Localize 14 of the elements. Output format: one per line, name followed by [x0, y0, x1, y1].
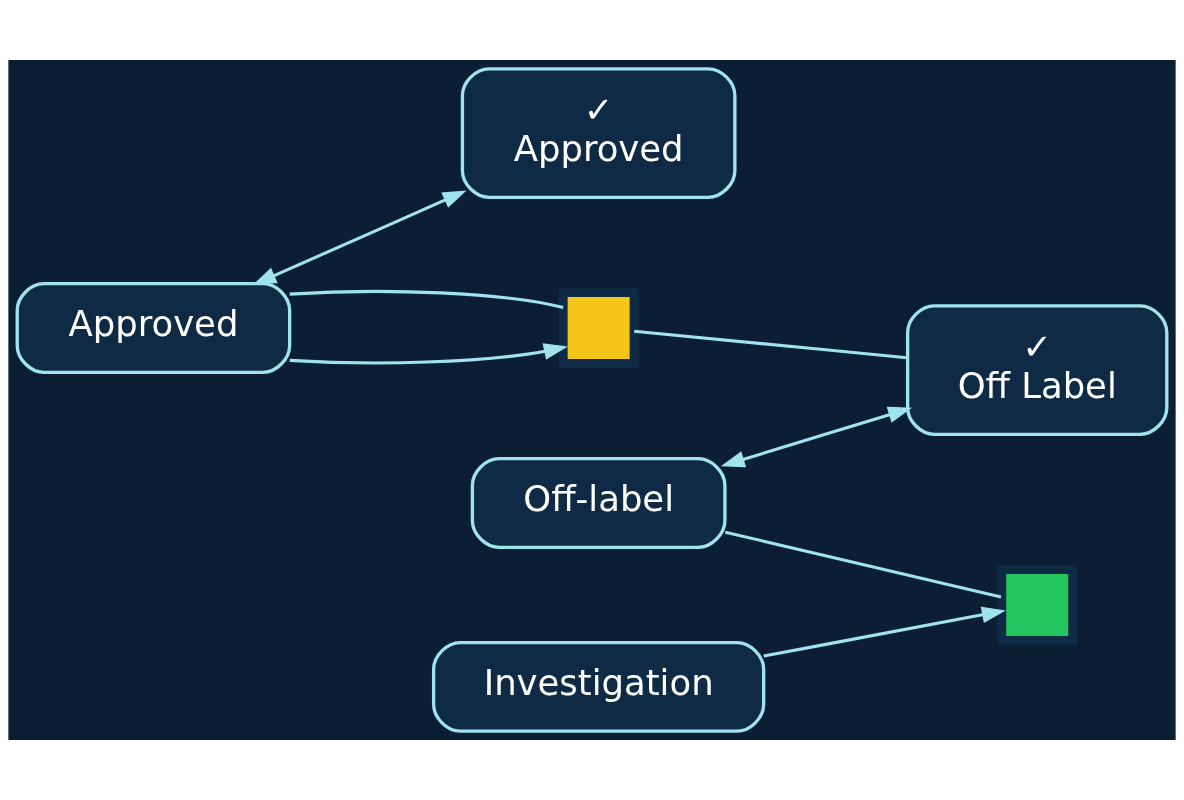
- connector: [724, 530, 1002, 599]
- node-box: [558, 288, 639, 368]
- arrow: [763, 606, 1006, 658]
- node-box: ✓ Off Label: [906, 304, 1169, 436]
- node-box: [997, 565, 1078, 645]
- node-box: Approved: [15, 282, 292, 374]
- arrow: [289, 343, 568, 365]
- node-box: Investigation: [431, 640, 766, 733]
- arrow: [720, 406, 913, 468]
- node-box: ✓ Approved: [460, 67, 737, 199]
- connector: [634, 329, 907, 360]
- arrow: [252, 190, 467, 286]
- connector: [289, 289, 564, 310]
- node-box: Off-label: [470, 457, 727, 549]
